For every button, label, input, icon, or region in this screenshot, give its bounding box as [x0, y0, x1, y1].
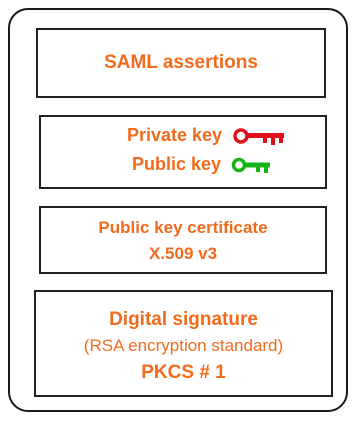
outer-frame [8, 8, 348, 412]
private-key-label: Private key [127, 125, 223, 145]
red-key-icon [233, 128, 285, 146]
certificate-box: Public key certificate X.509 v3 [39, 206, 327, 274]
public-key-row: Public key [132, 153, 272, 175]
certificate-version: X.509 v3 [148, 244, 218, 263]
public-key-label: Public key [132, 154, 222, 174]
keys-box: Private key Public key [39, 115, 327, 189]
private-key-row: Private key [127, 124, 289, 146]
digital-signature-label: Digital signature [109, 309, 258, 330]
green-key-icon [232, 158, 271, 174]
certificate-label: Public key certificate [98, 218, 268, 237]
rsa-standard-label: (RSA encryption standard) [83, 336, 284, 355]
saml-assertions-box: SAML assertions [36, 28, 326, 98]
saml-assertions-label: SAML assertions [104, 52, 258, 73]
pkcs-label: PKCS # 1 [141, 362, 226, 383]
digital-signature-box: Digital signature (RSA encryption standa… [34, 290, 333, 397]
